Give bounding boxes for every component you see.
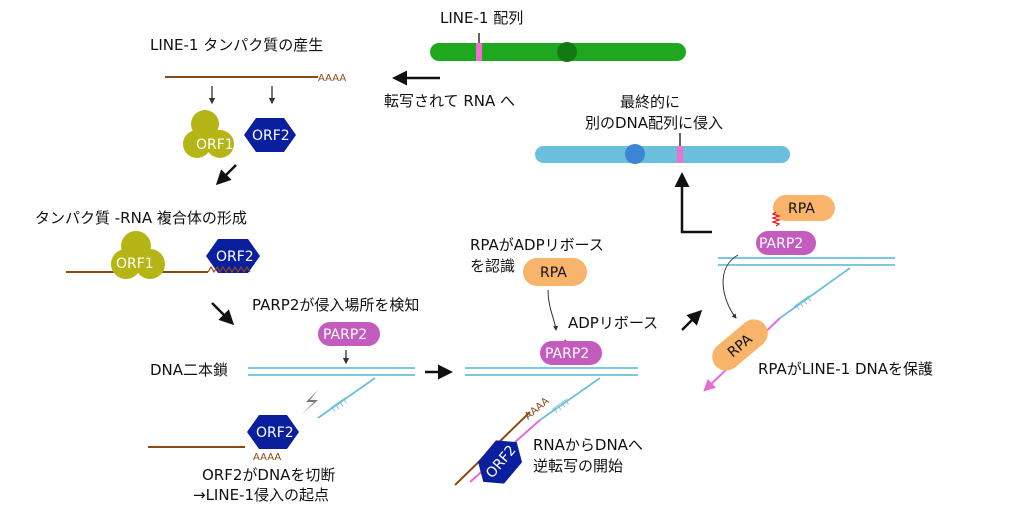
svg-text:ORF2: ORF2 xyxy=(252,128,290,144)
rpa-protein-mid: RPA xyxy=(523,258,587,286)
rpa-bound-right: RPA xyxy=(712,319,768,371)
orf2-cut-label-2: →LINE-1侵入の起点 xyxy=(193,486,329,504)
complex-formation-label: タンパク質 -RNA 複合体の形成 xyxy=(35,209,247,227)
svg-text:PARP2: PARP2 xyxy=(545,346,589,362)
svg-text:ORF1: ORF1 xyxy=(116,256,154,272)
orf2-cut-label-1: ORF2がDNAを切断 xyxy=(202,466,335,484)
target-chromosome xyxy=(535,133,790,164)
svg-text:ORF2: ORF2 xyxy=(216,249,254,265)
svg-text:RPA: RPA xyxy=(540,265,567,281)
svg-text:ORF2: ORF2 xyxy=(256,425,294,441)
rt-start-label-2: 逆転写の開始 xyxy=(533,457,623,475)
adp-ribose-label: ADPリボース xyxy=(568,314,658,332)
orf1-complex: ORF1 xyxy=(111,231,165,279)
svg-text:PARP2: PARP2 xyxy=(759,236,803,252)
rpa-recognize-label-2: を認識 xyxy=(470,257,515,275)
protein-production-label: LINE-1 タンパク質の産生 xyxy=(150,36,323,54)
rpa-protein-right: RPA xyxy=(773,195,835,221)
dna-double-strand: TTTT xyxy=(248,367,415,419)
svg-text:AAAA: AAAA xyxy=(523,396,552,423)
parp2-detect-label: PARP2が侵入場所を検知 xyxy=(252,296,419,314)
svg-text:ORF1: ORF1 xyxy=(196,137,234,153)
parp2-protein: PARP2 xyxy=(318,322,380,346)
parp2-mid: PARP2 xyxy=(540,341,602,365)
svg-text:TTTT: TTTT xyxy=(328,396,350,415)
insertion-arrow xyxy=(674,172,712,234)
polyA-zigzag xyxy=(207,265,251,274)
rpa-recognize-label-1: RPAがADPリボース xyxy=(470,236,604,254)
svg-text:RPA: RPA xyxy=(788,201,815,217)
orf1-protein: ORF1 xyxy=(183,110,234,158)
final-insert-label-1: 最終的に xyxy=(620,93,680,111)
svg-text:PARP2: PARP2 xyxy=(323,327,367,343)
rpa-protect-label: RPAがLINE-1 DNAを保護 xyxy=(758,360,933,378)
parp2-right: PARP2 xyxy=(756,231,816,255)
transcribed-label: 転写されて RNA へ xyxy=(384,92,515,110)
cut-lightning-icon xyxy=(302,390,318,414)
final-insert-label-2: 別のDNA配列に侵入 xyxy=(585,114,723,132)
source-chromosome xyxy=(430,33,686,62)
polyA-tail: AAAA xyxy=(318,73,346,84)
orf2-protein: ORF2 xyxy=(244,118,296,152)
orf2-cutting: ORF2 xyxy=(247,415,299,449)
orf2-complex: ORF2 xyxy=(206,239,260,273)
svg-text:AAAA: AAAA xyxy=(253,452,281,463)
line1-seq-label: LINE-1 配列 xyxy=(440,9,523,27)
line1-mark xyxy=(476,43,482,61)
dna-double-strand-label: DNA二本鎖 xyxy=(150,361,228,379)
rt-start-label-1: RNAからDNAへ xyxy=(533,436,643,454)
orf2-mid: ORF2 xyxy=(477,440,523,484)
